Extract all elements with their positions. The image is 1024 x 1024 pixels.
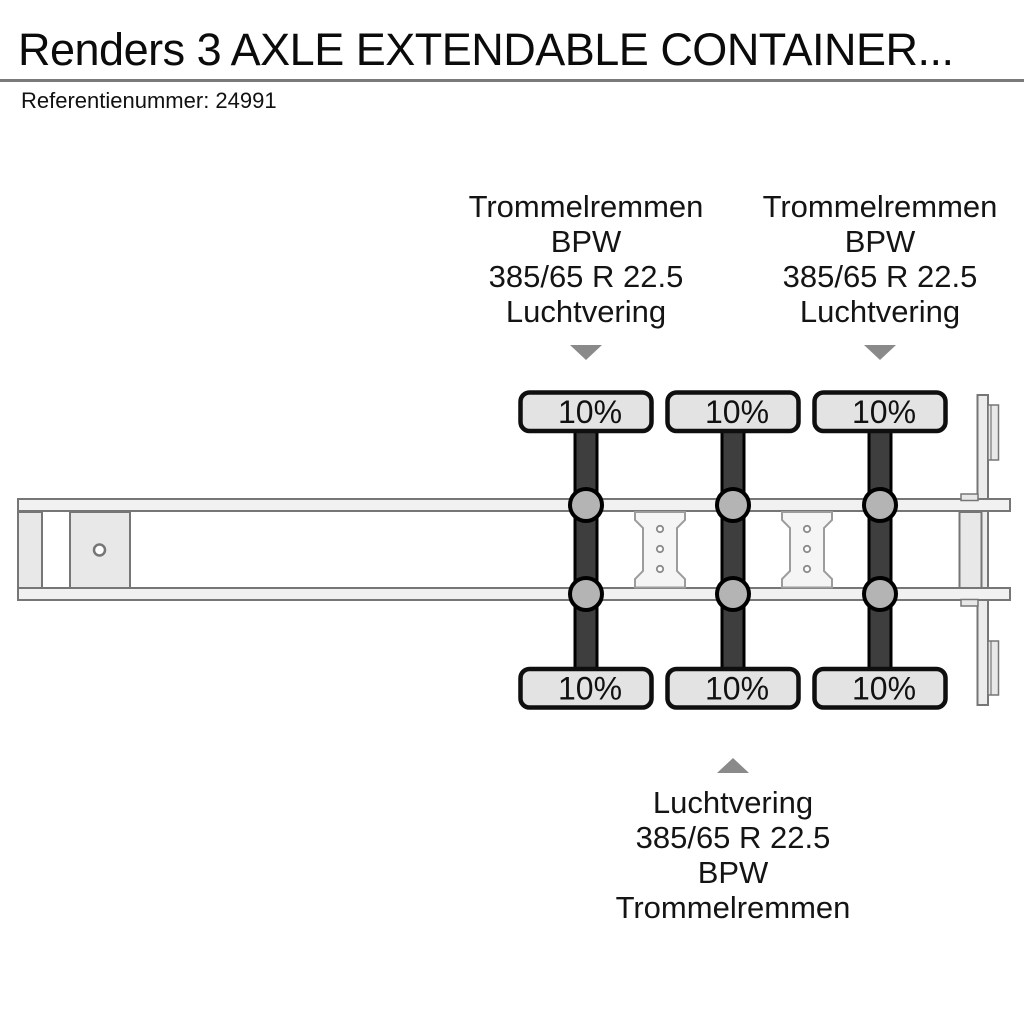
tire-load-box <box>665 666 801 710</box>
annotation-line: 385/65 R 22.5 <box>488 259 684 294</box>
axle-load-label: 10% <box>705 394 769 430</box>
arrow-down-icon <box>570 345 602 360</box>
arrow-down-icon <box>864 345 896 360</box>
axle-load-label: 10% <box>852 394 916 430</box>
annotation-line: Luchtvering <box>652 785 814 820</box>
rear-lamp <box>987 640 1000 696</box>
cross-member-hole <box>655 564 665 574</box>
arrow-up-icon <box>717 758 749 773</box>
annotation-middle-axle: Luchtvering 385/65 R 22.5 BPW Trommelrem… <box>573 785 893 925</box>
front-end-cap <box>17 511 43 589</box>
rear-crossmember-block <box>958 511 983 589</box>
suspension-mount <box>715 487 751 523</box>
tire-load-box <box>812 390 948 434</box>
tire-load-box <box>665 390 801 434</box>
suspension-mount <box>862 487 898 523</box>
annotation-front-axle: Trommelremmen BPW 385/65 R 22.5 Luchtver… <box>426 189 746 329</box>
rear-lamp <box>987 404 1000 461</box>
axle-load-label: 10% <box>705 671 769 707</box>
chassis-rail-bottom <box>17 587 1011 601</box>
cross-member-hole <box>802 524 812 534</box>
chassis-rail-top <box>17 498 1011 512</box>
axle-load-label: 10% <box>558 394 622 430</box>
page-title: Renders 3 AXLE EXTENDABLE CONTAINER... <box>18 24 954 75</box>
axle-bar-1 <box>573 424 599 676</box>
rear-bracket <box>960 598 979 607</box>
annotation-line: Trommelremmen <box>468 189 704 224</box>
tire-load-box <box>518 390 654 434</box>
reference-number: Referentienummer: 24991 <box>21 88 277 113</box>
annotation-line: Trommelremmen <box>762 189 998 224</box>
kingpin <box>92 543 107 557</box>
cross-member-hole <box>802 544 812 554</box>
annotation-line: BPW <box>697 855 769 890</box>
annotation-line: Luchtvering <box>505 294 667 329</box>
annotation-line: 385/65 R 22.5 <box>635 820 831 855</box>
annotation-line: Luchtvering <box>799 294 961 329</box>
suspension-mount <box>568 487 604 523</box>
cross-member-hole <box>655 544 665 554</box>
annotation-line: BPW <box>844 224 916 259</box>
title-divider <box>0 79 1024 82</box>
annotation-rear-axle: Trommelremmen BPW 385/65 R 22.5 Luchtver… <box>720 189 1024 329</box>
axle-bar-3 <box>867 424 893 676</box>
suspension-mount <box>715 576 751 612</box>
annotation-line: BPW <box>550 224 622 259</box>
annotation-line: Trommelremmen <box>615 890 851 925</box>
tire-load-box <box>812 666 948 710</box>
suspension-mount <box>862 576 898 612</box>
axle-load-label: 10% <box>852 671 916 707</box>
cross-member-hole <box>802 564 812 574</box>
annotation-line: 385/65 R 22.5 <box>782 259 978 294</box>
tire-load-box <box>518 666 654 710</box>
suspension-mount <box>568 576 604 612</box>
rear-bracket <box>960 493 979 502</box>
axle-bar-2 <box>720 424 746 676</box>
cross-member-hole <box>655 524 665 534</box>
axle-load-label: 10% <box>558 671 622 707</box>
